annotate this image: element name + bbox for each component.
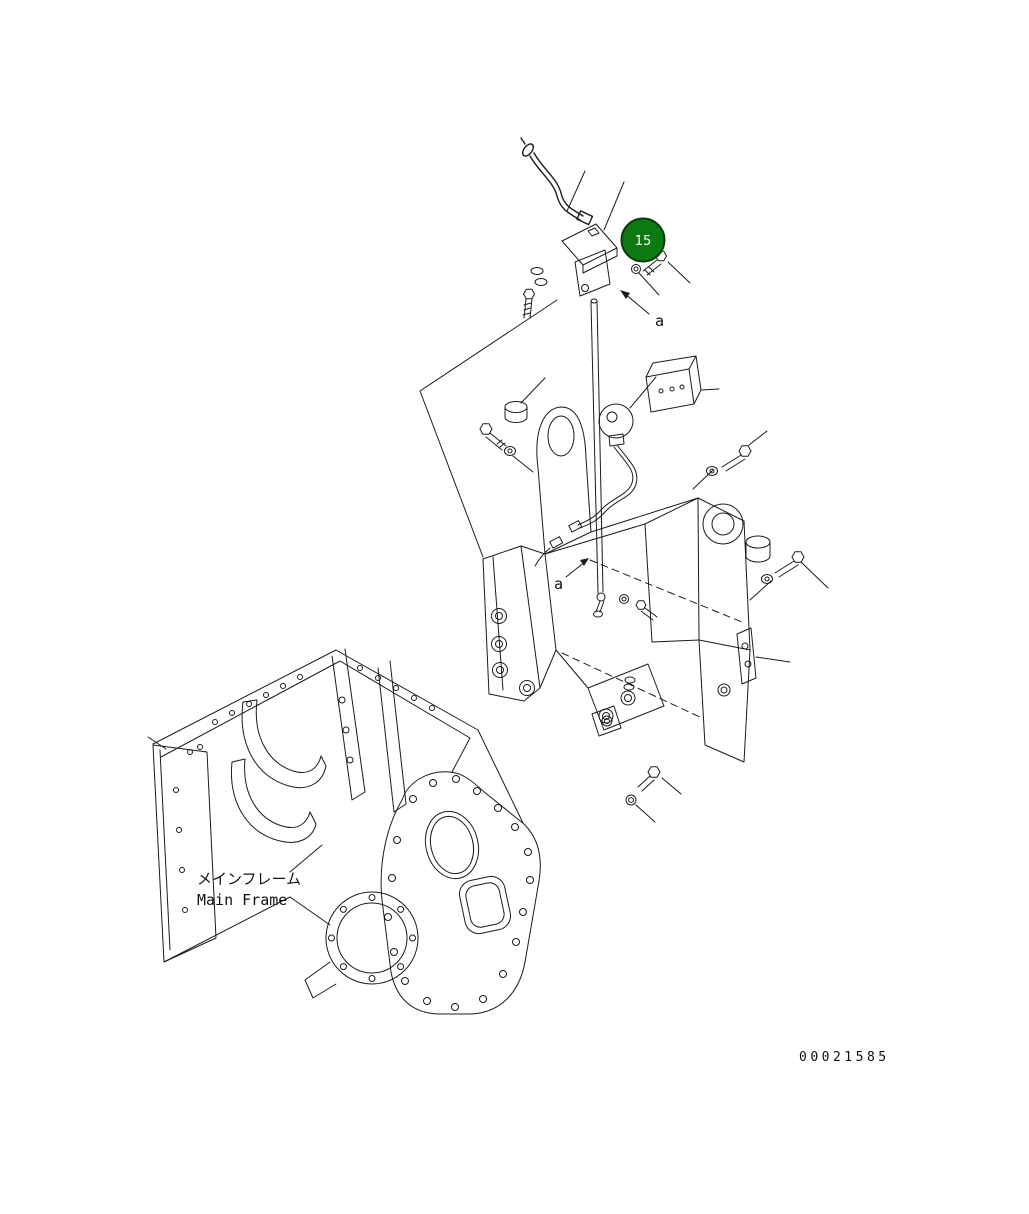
bushing-upper <box>504 401 528 423</box>
view-arrow-lower <box>565 558 589 578</box>
wire-harness <box>520 137 594 226</box>
bolt-bottom <box>625 766 661 806</box>
sensor-mount-bolt <box>522 288 535 319</box>
bolt-mid-small <box>619 594 658 621</box>
callout-number: 15 <box>635 234 652 249</box>
main-frame-label-en: Main Frame <box>197 891 287 909</box>
bolt-left <box>479 423 516 456</box>
callout-balloon-circle[interactable] <box>620 217 666 263</box>
main-frame-label-jp: メインフレーム <box>197 870 301 888</box>
view-label-a-upper: a <box>655 312 664 330</box>
round-sensor <box>534 403 638 567</box>
connector-block <box>645 355 702 413</box>
leader-lines <box>147 170 829 873</box>
callout-balloon-15[interactable]: 15 <box>620 217 666 263</box>
view-arrow-upper <box>620 290 650 315</box>
hidden-edge-lines <box>561 559 743 719</box>
bolt-right-1 <box>706 445 752 476</box>
sensor-mount-washers <box>530 267 548 286</box>
rod <box>590 298 606 618</box>
bolt-right-2 <box>761 551 805 584</box>
shim-plate <box>736 627 757 685</box>
bracket <box>482 406 751 763</box>
drawing-number: 00021585 <box>799 1050 890 1065</box>
bushing-right <box>745 535 771 563</box>
bolt-upper-right <box>631 250 667 276</box>
main-frame <box>152 648 541 1015</box>
view-label-a-lower: a <box>554 575 563 593</box>
sensor-switch <box>561 223 618 297</box>
